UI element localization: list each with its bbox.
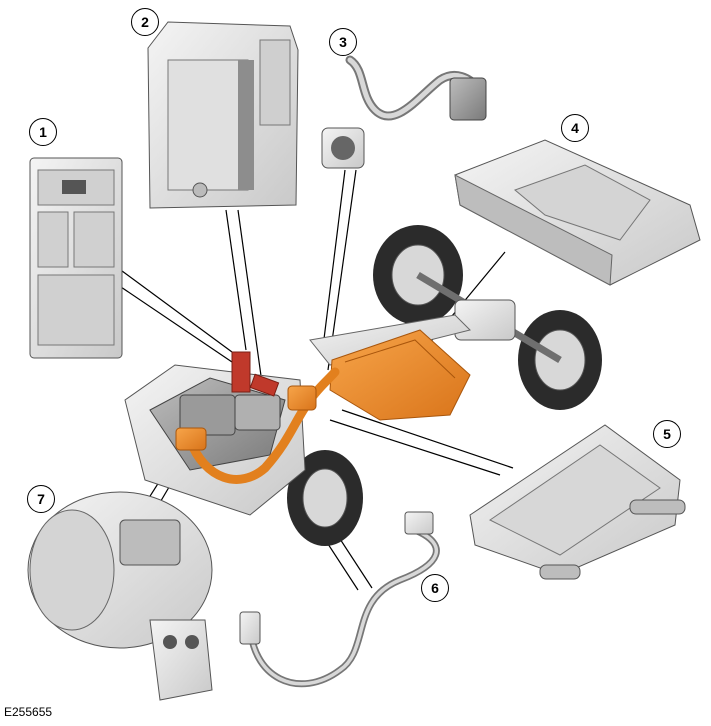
- red-module-2: [249, 373, 280, 397]
- callout-4: 4: [561, 114, 589, 142]
- callout-7: 7: [27, 485, 55, 513]
- callout-3: 3: [329, 28, 357, 56]
- hv-battery-pack-highlight: [329, 329, 471, 421]
- hv-cable-highlight: [185, 367, 340, 484]
- red-module-1: [231, 351, 251, 393]
- highlighted-hv-components: [175, 329, 471, 484]
- callout-6: 6: [421, 574, 449, 602]
- battery-pack-icon: [454, 139, 701, 286]
- charging-inlet-harness-icon: [321, 55, 487, 169]
- callout-2: 2: [131, 8, 159, 36]
- battery-charger-module-icon: [469, 424, 686, 580]
- fuse-box-module-icon: [29, 157, 123, 359]
- figure-reference-code: E255655: [4, 705, 53, 719]
- electric-motor-icon: [27, 491, 213, 701]
- wiring-harness-icon: [239, 511, 440, 688]
- callout-5: 5: [653, 420, 681, 448]
- callout-1: 1: [29, 118, 57, 146]
- control-module-icon: [147, 21, 299, 209]
- vehicle-chassis: [124, 225, 602, 546]
